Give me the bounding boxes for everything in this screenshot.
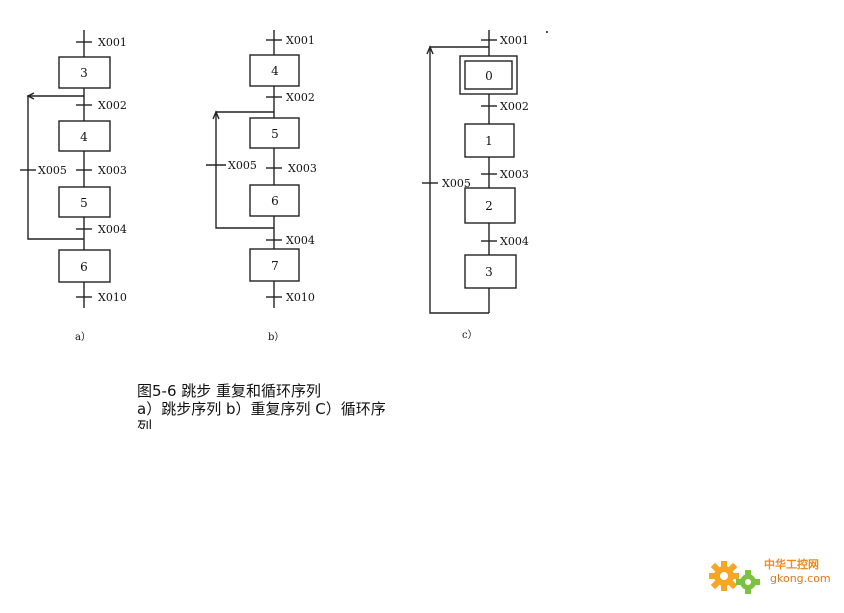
caption-line-3: 列 <box>137 418 153 429</box>
step-number: 5 <box>80 196 88 210</box>
watermark: 中华工控网 gkong.com <box>704 548 844 608</box>
step-box <box>249 184 300 217</box>
condition-label: X001 <box>98 36 127 49</box>
step-box <box>249 54 300 87</box>
step-box <box>464 123 515 158</box>
condition-label: X010 <box>98 291 127 304</box>
condition-label: X003 <box>500 168 529 181</box>
step-box <box>58 249 111 283</box>
jump-condition-label: X005 <box>442 177 471 190</box>
jump-condition-label: X005 <box>38 164 67 177</box>
step-number: 6 <box>271 194 279 208</box>
diagram-b: 4 5 6 7 X001 X002 X003 X004 X010 X005 b） <box>206 30 317 343</box>
step-box <box>58 120 111 152</box>
sub-label: a） <box>75 331 91 343</box>
stray-mark <box>546 31 548 33</box>
condition-label: X002 <box>98 99 127 112</box>
condition-label: X010 <box>286 291 315 304</box>
initial-step-inner-box <box>464 60 513 90</box>
caption-line-2: a）跳步序列 b）重复序列 C）循环序 <box>137 400 386 418</box>
diagram-c: 0 1 2 3 X001 X002 X003 X004 X005 c） <box>422 30 529 341</box>
step-box <box>464 187 516 224</box>
step-box <box>58 186 111 218</box>
step-number: 7 <box>271 259 279 273</box>
jump-condition-label: X005 <box>228 159 257 172</box>
step-number: 1 <box>485 134 493 148</box>
diagram-a: 3 4 5 6 X001 X002 X003 X004 X010 X005 a） <box>20 30 127 343</box>
condition-label: X004 <box>286 234 315 247</box>
caption-line-1: 图5-6 跳步 重复和循环序列 <box>137 382 322 400</box>
condition-label: X001 <box>286 34 315 47</box>
step-box <box>249 248 300 282</box>
condition-label: X001 <box>500 34 529 47</box>
sub-label: b） <box>268 331 284 343</box>
step-number: 4 <box>271 64 279 78</box>
condition-label: X002 <box>286 91 315 104</box>
watermark-brand: 中华工控网 <box>764 558 819 571</box>
step-number: 0 <box>485 69 493 83</box>
condition-label: X002 <box>500 100 529 113</box>
step-box <box>58 56 111 89</box>
condition-label: X004 <box>98 223 127 236</box>
step-number: 3 <box>80 66 88 80</box>
sub-label: c） <box>462 329 478 341</box>
step-number: 3 <box>485 265 493 279</box>
watermark-url: gkong.com <box>770 572 831 585</box>
step-number: 4 <box>80 130 88 144</box>
step-number: 5 <box>271 127 279 141</box>
step-number: 6 <box>80 260 88 274</box>
figure-caption: 图5-6 跳步 重复和循环序列 a）跳步序列 b）重复序列 C）循环序 列 <box>137 382 447 429</box>
gear-icon <box>709 561 760 594</box>
step-box <box>464 254 517 289</box>
condition-label: X003 <box>98 164 127 177</box>
step-number: 2 <box>485 199 493 213</box>
condition-label: X003 <box>288 162 317 175</box>
step-box <box>249 117 300 149</box>
condition-label: X004 <box>500 235 529 248</box>
